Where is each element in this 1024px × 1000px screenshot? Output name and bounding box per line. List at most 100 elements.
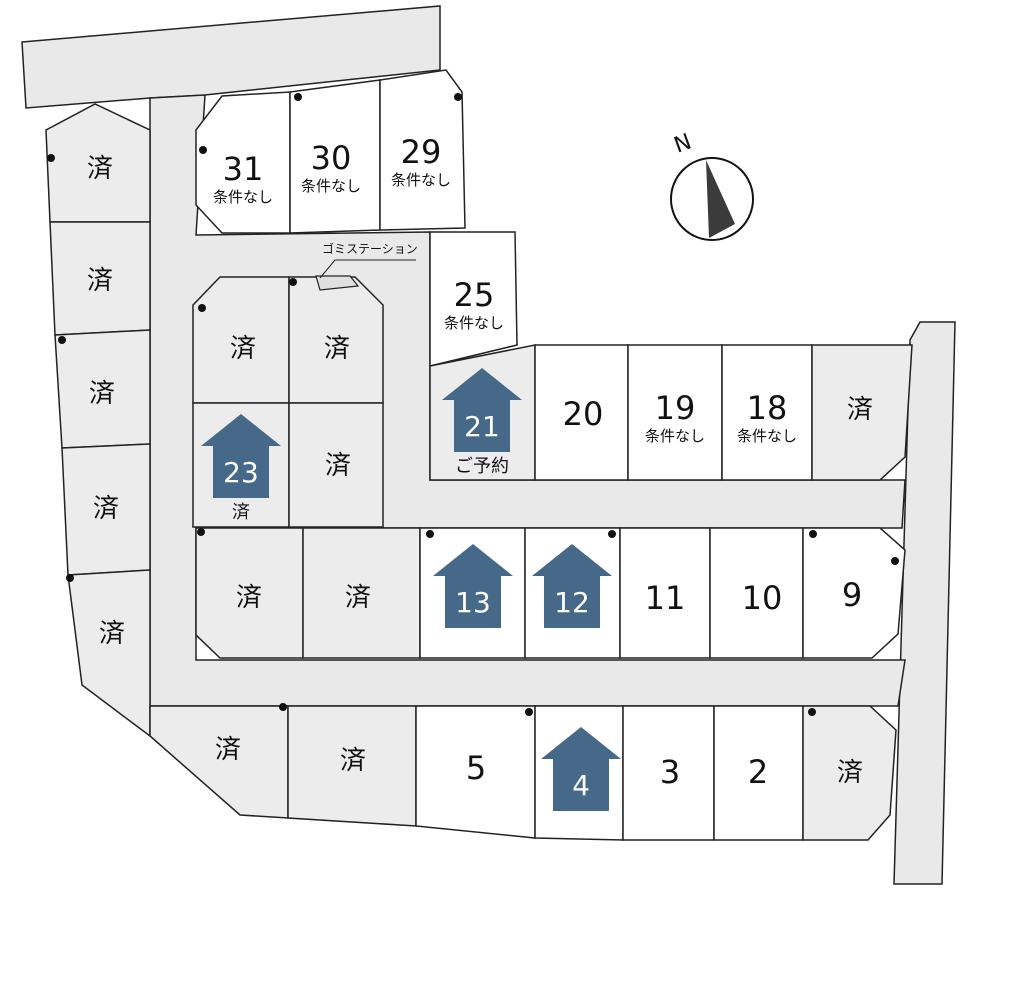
lot-outline <box>429 231 518 367</box>
lot-4[interactable]: 4 <box>534 705 624 841</box>
house-marker-icon <box>442 368 522 452</box>
lot-number: 9 <box>842 576 862 614</box>
lot-outline <box>149 705 289 819</box>
lot-number: 済 <box>847 395 873 425</box>
lot-left-3[interactable]: 済 <box>54 329 151 449</box>
boundary-marker <box>289 278 297 286</box>
lot-block-a-4[interactable]: 済 <box>288 402 384 528</box>
boundary-marker <box>891 557 899 565</box>
lot-row4-1[interactable]: 済 <box>149 705 289 819</box>
lot-note: 条件なし <box>737 427 797 445</box>
house-marker-icon <box>541 727 621 811</box>
lot-row4-end[interactable]: 済 <box>802 705 897 841</box>
boundary-marker <box>199 146 207 154</box>
compass-needle <box>706 160 735 238</box>
lot-3[interactable]: 3 <box>622 705 715 841</box>
gomi-station: ゴミステーション <box>315 241 418 291</box>
lot-5[interactable]: 5 <box>415 705 536 839</box>
lot-outline <box>67 569 151 738</box>
lot-2[interactable]: 2 <box>713 705 804 841</box>
lot-number: 済 <box>325 451 351 481</box>
lot-number: 20 <box>563 395 604 433</box>
lot-number: 25 <box>454 276 495 314</box>
lot-number: 済 <box>93 494 119 524</box>
lot-number: 済 <box>87 154 113 184</box>
lot-11[interactable]: 11 <box>619 527 711 659</box>
lot-outline <box>802 705 897 841</box>
lot-row3-1[interactable]: 済 <box>195 527 304 659</box>
lots-layer: 済済済済済31条件なし30条件なし29条件なし済済23済済25条件なし21ご予約… <box>45 69 913 841</box>
lot-note: 条件なし <box>645 427 705 445</box>
lot-number: 済 <box>340 746 366 776</box>
lot-block-a-1[interactable]: 済 <box>192 276 290 404</box>
lot-number: 済 <box>89 379 115 409</box>
lot-20[interactable]: 20 <box>534 344 629 481</box>
gomi-label: ゴミステーション <box>322 241 418 256</box>
gomi-leader <box>319 259 416 279</box>
lot-9[interactable]: 9 <box>802 527 906 659</box>
lot-number: 23 <box>223 456 259 489</box>
lot-number: 済 <box>837 758 863 788</box>
house-marker-icon <box>532 544 612 628</box>
boundary-marker <box>426 530 434 538</box>
lot-note: 済 <box>232 502 250 523</box>
lot-13[interactable]: 13 <box>419 527 526 659</box>
lot-left-4[interactable]: 済 <box>61 443 151 576</box>
lot-outline <box>379 69 466 231</box>
lot-number: 4 <box>572 769 590 802</box>
house-marker-icon <box>201 414 281 498</box>
boundary-marker <box>809 530 817 538</box>
lot-number: 済 <box>87 266 113 296</box>
lot-number: 済 <box>236 583 262 613</box>
lot-10[interactable]: 10 <box>709 527 804 659</box>
lot-outline <box>195 527 304 659</box>
lot-row2-end[interactable]: 済 <box>811 344 913 481</box>
lot-12[interactable]: 12 <box>524 527 621 659</box>
lot-left-5[interactable]: 済 <box>67 569 151 738</box>
lot-row3-2[interactable]: 済 <box>302 527 421 659</box>
boundary-marker <box>294 93 302 101</box>
lot-number: 済 <box>215 735 241 765</box>
lot-number: 31 <box>223 150 264 188</box>
lot-number: 済 <box>230 334 256 364</box>
boundary-marker <box>454 93 462 101</box>
lot-number: 済 <box>324 334 350 364</box>
boundary-marker <box>808 708 816 716</box>
lot-outline <box>811 344 913 481</box>
lot-number: 18 <box>747 389 788 427</box>
lot-number: 3 <box>660 753 680 791</box>
lot-outline <box>802 527 906 659</box>
lot-left-1[interactable]: 済 <box>45 103 151 223</box>
lot-number: 10 <box>742 579 783 617</box>
lot-23[interactable]: 23 済 <box>192 402 290 528</box>
lot-left-2[interactable]: 済 <box>49 221 151 336</box>
lot-number: 19 <box>655 389 696 427</box>
lot-number: 13 <box>455 586 491 619</box>
lot-block-a-2[interactable]: 済 <box>288 276 384 404</box>
compass: N <box>670 129 754 241</box>
lot-number: 11 <box>645 579 686 617</box>
house-marker-icon <box>433 544 513 628</box>
lot-outline <box>288 402 384 528</box>
lot-row4-2[interactable]: 済 <box>287 705 417 827</box>
lot-note: 条件なし <box>444 314 504 332</box>
lot-number: 30 <box>311 139 352 177</box>
gomi-box <box>315 275 360 291</box>
lot-number: 済 <box>345 583 371 613</box>
lot-number: 12 <box>554 586 590 619</box>
boundary-marker <box>66 574 74 582</box>
lot-note: 条件なし <box>213 188 273 206</box>
compass-n-label: N <box>671 129 695 158</box>
lot-number: 済 <box>99 619 125 649</box>
lot-number: 21 <box>464 410 500 443</box>
boundary-marker <box>198 304 206 312</box>
boundary-marker <box>197 528 205 536</box>
